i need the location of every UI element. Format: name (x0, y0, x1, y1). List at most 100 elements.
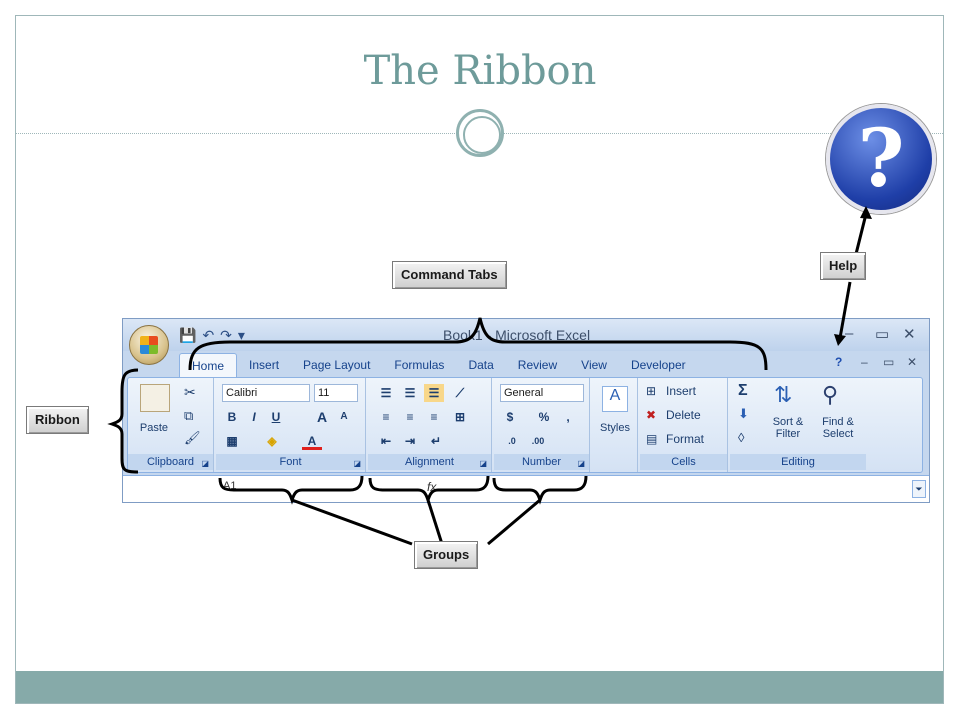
binoculars-icon: ⚲ (822, 382, 839, 407)
group-alignment: ☰ ☰ ☰ ⟋ ≡ ≡ ≡ ⊞ ⇤ ⇥ ↵ Alignment ◪ (368, 378, 492, 472)
maximize-icon[interactable]: ▭ (875, 326, 890, 343)
find-select-button[interactable]: Find & Select (822, 416, 854, 440)
group-number: General $ % , .0 .00 Number ◪ (494, 378, 590, 472)
tab-home[interactable]: Home (179, 353, 238, 379)
group-label-alignment: Alignment (368, 454, 491, 470)
increase-decimal-icon[interactable]: .0 (508, 436, 516, 446)
redo-icon[interactable]: ↷ (220, 327, 232, 343)
undo-icon[interactable]: ↶ (202, 327, 215, 343)
decrease-indent-icon[interactable]: ⇤ (380, 434, 392, 448)
slide-title: The Ribbon (363, 48, 597, 94)
tab-review[interactable]: Review (517, 358, 558, 372)
minimize-icon[interactable]: – (845, 325, 854, 342)
help-callout: Help (820, 252, 867, 280)
command-tabs-callout: Command Tabs (392, 261, 507, 289)
format-cells-button[interactable]: Format (666, 432, 705, 446)
group-cells: ⊞ Insert ✖ Delete ▤ Format Cells (640, 378, 728, 472)
wrap-text-icon[interactable]: ↵ (430, 434, 442, 448)
excel-window: 💾 ↶ ↷ ▾ Book1 - Microsoft Excel – ▭ ✕ Ho… (122, 318, 930, 503)
font-size-select[interactable]: 11 (314, 384, 358, 402)
copy-icon[interactable]: ⧉ (184, 408, 194, 423)
styles-icon: A (602, 386, 628, 412)
bold-button[interactable]: B (227, 410, 237, 424)
paste-button[interactable]: Paste (139, 422, 169, 434)
shrink-font-button[interactable]: A (340, 411, 348, 422)
decorative-circle-icon (456, 109, 504, 157)
insert-cells-button[interactable]: Insert (666, 384, 697, 398)
currency-button[interactable]: $ (506, 410, 514, 424)
close-icon[interactable]: ✕ (903, 326, 916, 343)
align-center-icon[interactable]: ≡ (406, 410, 414, 424)
format-cells-icon: ▤ (646, 432, 658, 446)
merge-center-icon[interactable]: ⊞ (454, 410, 466, 424)
sort-filter-icon: ⇅ (774, 382, 793, 407)
group-editing: Σ ⬇ ◊ ⇅ Sort & Filter ⚲ Find & Select Ed… (730, 378, 866, 472)
format-painter-icon[interactable]: 🖌 (184, 430, 201, 445)
align-top-icon[interactable]: ☰ (380, 386, 392, 400)
ribbon-help-icon[interactable]: ? (835, 355, 843, 369)
window-title: Book1 - Microsoft Excel (443, 327, 591, 343)
align-middle-icon[interactable]: ☰ (404, 386, 416, 400)
insert-cells-icon: ⊞ (646, 384, 657, 398)
increase-indent-icon[interactable]: ⇥ (404, 434, 416, 448)
ribbon-minimize-icon[interactable]: – (861, 355, 868, 369)
dialog-launcher-icon[interactable]: ◪ (577, 459, 585, 468)
tab-data[interactable]: Data (468, 358, 494, 372)
delete-cells-button[interactable]: Delete (666, 408, 701, 422)
ribbon-restore-icon[interactable]: ▭ (883, 355, 895, 369)
name-box[interactable]: A1 (223, 480, 237, 492)
styles-button[interactable]: Styles (600, 422, 630, 434)
ribbon-close-icon[interactable]: ✕ (907, 355, 918, 369)
tab-developer[interactable]: Developer (630, 358, 686, 372)
slide-frame (15, 15, 944, 704)
insert-function-icon[interactable]: fx (427, 480, 437, 494)
group-label-editing: Editing (730, 454, 866, 470)
align-right-icon[interactable]: ≡ (430, 410, 438, 424)
italic-button[interactable]: I (252, 410, 256, 424)
office-button[interactable] (129, 325, 169, 365)
fill-color-icon[interactable]: ◈ (267, 434, 277, 448)
percent-button[interactable]: % (538, 410, 550, 424)
dialog-launcher-icon[interactable]: ◪ (201, 459, 209, 468)
paste-clipboard-icon (140, 384, 170, 412)
clear-icon[interactable]: ◊ (738, 430, 745, 445)
number-format-select[interactable]: General (500, 384, 584, 402)
orientation-icon[interactable]: ⟋ (455, 386, 465, 400)
save-icon[interactable]: 💾 (179, 327, 197, 343)
customize-qat-icon[interactable]: ▾ (237, 327, 245, 343)
comma-button[interactable]: , (566, 410, 570, 424)
font-name-select[interactable]: Calibri (222, 384, 310, 402)
underline-button[interactable]: U (271, 410, 281, 424)
tab-view[interactable]: View (581, 358, 607, 372)
expand-formula-bar-icon[interactable]: ⏷ (912, 480, 926, 498)
quick-access-toolbar: 💾 ↶ ↷ ▾ (179, 327, 245, 344)
align-left-icon[interactable]: ≡ (382, 410, 390, 424)
group-styles: A Styles (592, 378, 638, 472)
grow-font-button[interactable]: A (316, 409, 328, 425)
formula-bar: A1 fx ⏷ (123, 475, 929, 502)
fill-icon[interactable]: ⬇ (738, 406, 749, 421)
group-label-font: Font (216, 454, 365, 470)
tab-insert[interactable]: Insert (249, 358, 280, 372)
decrease-decimal-icon[interactable]: .00 (531, 436, 545, 446)
group-label-cells: Cells (640, 454, 727, 470)
slide-footer-band (16, 671, 943, 703)
align-bottom-icon[interactable]: ☰ (424, 384, 444, 402)
font-color-button[interactable]: A (302, 432, 322, 450)
dialog-launcher-icon[interactable]: ◪ (479, 459, 487, 468)
group-label-clipboard: Clipboard (128, 454, 213, 470)
help-question-icon: ? (826, 104, 936, 214)
command-tabs: Home Insert Page Layout Formulas Data Re… (179, 353, 698, 379)
tab-formulas[interactable]: Formulas (394, 358, 445, 372)
dialog-launcher-icon[interactable]: ◪ (353, 459, 361, 468)
borders-icon[interactable]: ▦ (226, 434, 238, 448)
group-clipboard: Paste ✂ ⧉ 🖌 Clipboard ◪ (128, 378, 214, 472)
excel-title-bar: 💾 ↶ ↷ ▾ Book1 - Microsoft Excel – ▭ ✕ (123, 319, 929, 351)
autosum-button[interactable]: Σ (738, 382, 748, 399)
tab-page-layout[interactable]: Page Layout (303, 358, 371, 372)
ribbon-body: Paste ✂ ⧉ 🖌 Clipboard ◪ Calibri 11 B I U… (127, 377, 923, 473)
sort-filter-button[interactable]: Sort & Filter (772, 416, 804, 440)
cut-icon[interactable]: ✂ (184, 384, 196, 400)
group-font: Calibri 11 B I U A A ▦ ◈ A Font ◪ (216, 378, 366, 472)
groups-callout: Groups (414, 541, 479, 569)
